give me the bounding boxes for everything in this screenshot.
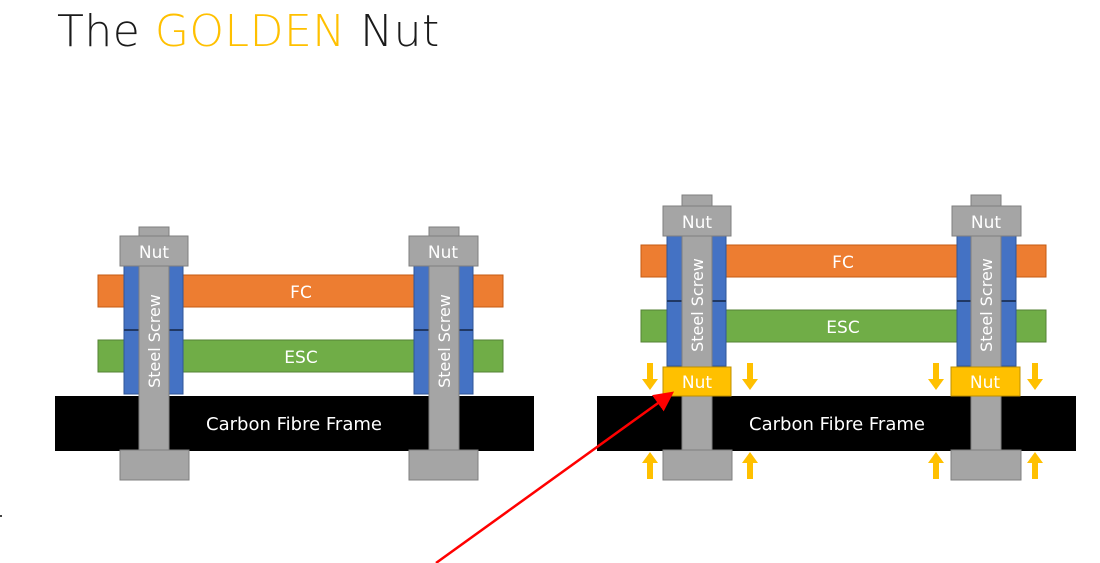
title-prefix: The [57,6,155,57]
top-nut-label: Nut [971,213,1001,233]
top-nut-label: Nut [139,243,169,263]
title-suffix: Nut [345,6,440,57]
top-nut [408,235,479,267]
left-screw-assembly-1: Nut Steel Screw [119,226,190,481]
screw-head [662,449,733,481]
edge-mark [0,515,2,517]
screw-head [950,449,1022,481]
left-frame-label: Carbon Fibre Frame [206,414,382,435]
top-nut [951,205,1022,237]
screw-tip [970,194,1002,208]
left-screw-assembly-2: Nut Steel Screw [408,226,479,481]
golden-nut-label: Nut [682,373,712,393]
screw-head [408,449,479,481]
up-arrow-icon [642,452,658,479]
top-nut-label: Nut [428,243,458,263]
golden-nut-label: Nut [970,373,1000,393]
screw-label: Steel Screw [688,258,707,352]
golden-nut [950,366,1021,397]
page-title: The GOLDEN Nut [57,6,440,57]
up-arrow-icon [1027,452,1043,479]
screw-head [119,449,190,481]
right-fc-label: FC [832,253,854,273]
top-nut [662,205,732,237]
screw-label: Steel Screw [145,294,164,388]
screw-label: Steel Screw [435,294,454,388]
screw-shaft [428,261,460,453]
golden-nut [662,366,732,397]
down-arrow-icon [1027,363,1043,390]
clamp-arrows-down [642,363,1043,390]
up-arrow-icon [742,452,758,479]
left-stack-diagram: FC ESC Nut Steel Screw Nut Steel Screw [55,226,534,481]
screw-label: Steel Screw [977,258,996,352]
right-frame-label: Carbon Fibre Frame [749,414,925,435]
right-stack-diagram: FC ESC Nut Nut Steel Screw Nut [597,194,1076,481]
screw-tip [681,194,713,208]
left-esc-label: ESC [284,348,317,368]
right-screw-assembly-1: Nut Nut Steel Screw [662,194,733,481]
clamp-arrows-up [642,452,1043,479]
left-fc-label: FC [290,283,312,303]
right-esc-label: ESC [826,318,859,338]
top-nut-label: Nut [682,213,712,233]
down-arrow-icon [742,363,758,390]
pointer-arrow-icon [435,391,675,563]
top-nut [119,235,189,267]
up-arrow-icon [928,452,944,479]
down-arrow-icon [642,363,658,390]
down-arrow-icon [928,363,944,390]
title-highlight: GOLDEN [154,6,346,57]
screw-shaft [681,231,713,453]
right-screw-assembly-2: Nut Nut Steel Screw [950,194,1022,481]
